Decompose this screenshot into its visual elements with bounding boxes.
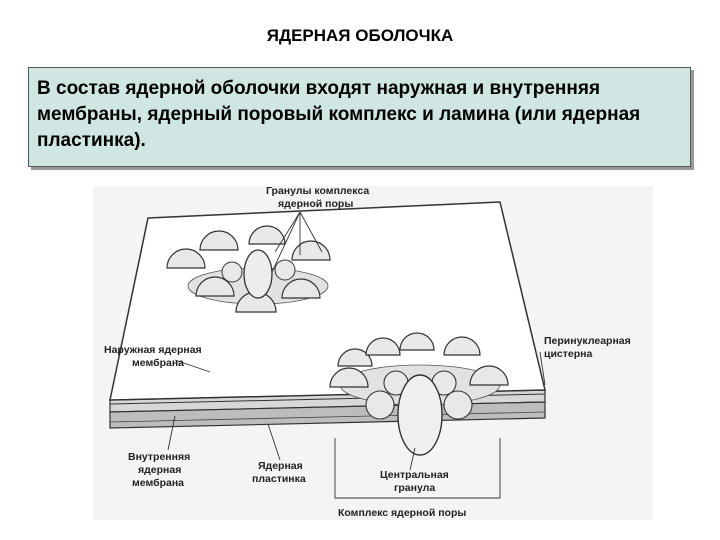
description-box: В состав ядерной оболочки входят наружна… [28,67,691,167]
label-perinuclear-1: Перинуклеарная [544,335,631,347]
label-outer-membrane-2: мембрана [132,357,184,369]
central-granule [397,374,443,456]
granule-dome [166,248,206,269]
label-central-granule-1: Центральная [380,469,449,481]
pointer-line [539,351,546,386]
granule-small [274,259,296,281]
granule-dome [291,240,331,261]
granule-dome [199,230,239,251]
pointer-line [299,211,323,253]
granule-small [443,390,473,420]
granule-dome [337,348,373,367]
granule-dome [399,332,435,351]
page-title: ЯДЕРНАЯ ОБОЛОЧКА [266,26,454,45]
pointer-line [167,415,176,451]
pointer-line [174,359,211,373]
granule-small [365,390,395,420]
pore-complex-lower [329,332,509,456]
central-granule-upper [243,249,273,299]
label-perinuclear-2: цистерна [544,348,592,360]
granule-dome [195,276,235,297]
label-granules-2: ядерной поры [278,198,353,210]
granule-dome [469,365,509,386]
label-central-granule-2: гранула [394,482,435,494]
granule-dome [248,225,286,245]
granule-dome [329,367,369,388]
pointer-line [271,211,301,273]
granule-dome [281,278,321,299]
lamina-lower-edge [109,411,546,423]
granule-dome [443,336,481,356]
granule-dome [365,337,401,356]
outer-membrane-sheet [109,201,546,401]
label-outer-membrane-1: Наружная ядерная [104,344,202,356]
label-inner-membrane-1: Внутренняя [128,451,190,463]
pointer-line [274,211,301,253]
label-lamina-2: пластинка [252,473,306,485]
pointer-line [409,447,416,471]
pore-complex-upper [166,225,331,313]
label-inner-membrane-3: мембрана [132,477,184,489]
granule-small [221,261,243,283]
pointer-line [267,423,281,461]
label-pore-complex: Комплекс ядерной поры [338,507,466,519]
label-inner-membrane-2: ядерная [138,464,181,476]
complex-bracket [334,438,501,499]
label-granules-1: Гранулы комплекса [266,185,369,197]
label-lamina-1: Ядерная [258,460,303,472]
